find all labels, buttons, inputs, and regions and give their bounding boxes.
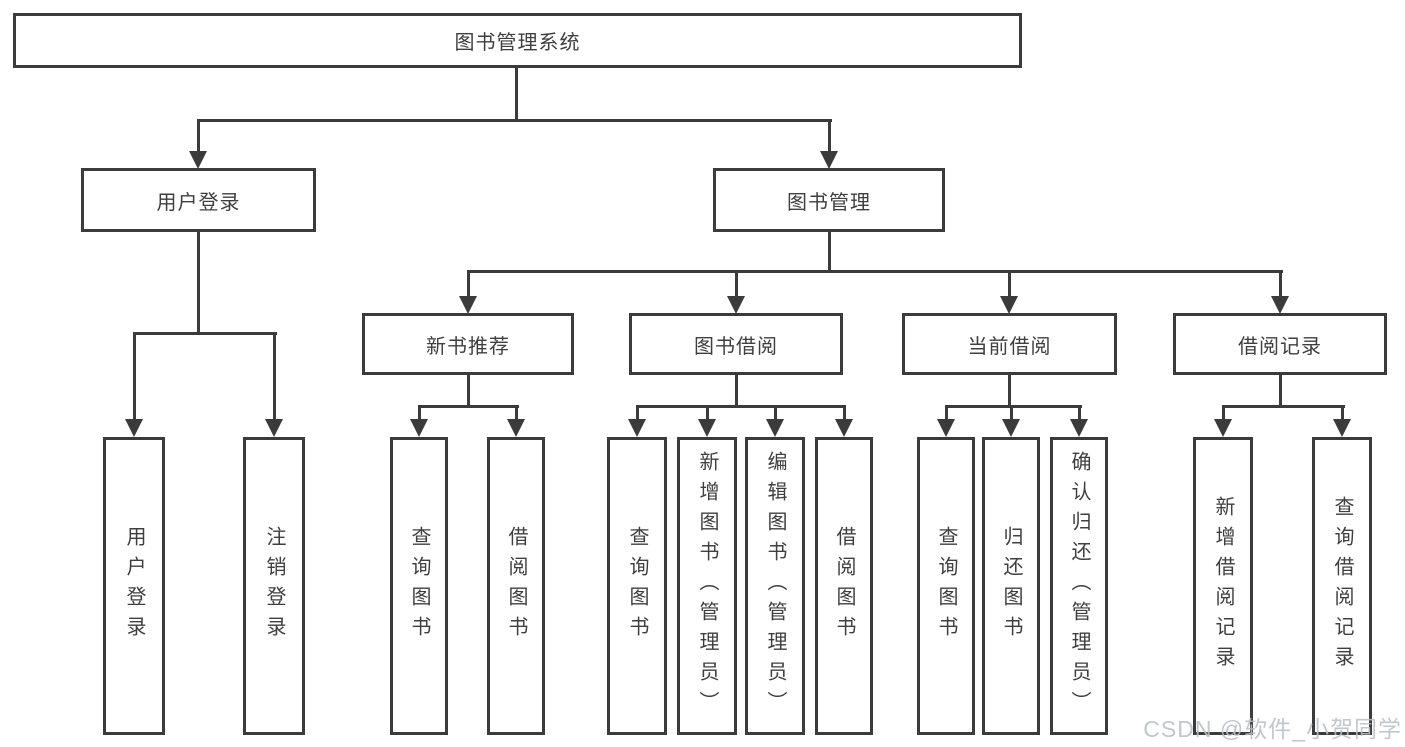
connector-current-borrow-stem (1008, 375, 1011, 408)
leaf-borrow-books: 借阅图书 (815, 437, 873, 735)
leaf-label: 归还图书 (1000, 526, 1022, 646)
connector-stub (515, 405, 518, 420)
connector-to-user-login (197, 119, 200, 153)
arrowhead-add-borrow-record (1214, 419, 1232, 437)
node-label: 当前借阅 (967, 335, 1052, 358)
node-user-login: 用户登录 (81, 168, 316, 232)
connector-book-borrow-crossbar (636, 405, 846, 408)
arrowhead-borrow-books (835, 419, 853, 437)
leaf-label: 编辑图书（管理员） (764, 451, 786, 721)
connector-to-borrow-records (1279, 270, 1282, 297)
node-book-borrow: 图书借阅 (629, 313, 843, 375)
connector-to-current-borrow (1008, 270, 1011, 297)
arrowhead-book-management (820, 151, 838, 169)
connector-book-borrow-stem (735, 375, 738, 408)
connector-stub (1222, 405, 1225, 420)
leaf-label: 新增图书（管理员） (696, 451, 718, 721)
connector-stub (636, 405, 639, 420)
arrowhead-query-books (628, 419, 646, 437)
arrowhead-borrow-books (507, 419, 525, 437)
leaf-label: 新增借阅记录 (1212, 496, 1234, 676)
leaf-label: 查询图书 (408, 526, 430, 646)
connector-stub (418, 405, 421, 420)
leaf-return-books: 归还图书 (982, 437, 1040, 735)
leaf-add-borrow-record: 新增借阅记录 (1193, 437, 1253, 735)
connector-new-book-crossbar (418, 405, 519, 408)
arrowhead-current-borrow (1000, 296, 1018, 314)
arrowhead-edit-books (766, 419, 784, 437)
connector-current-borrow-crossbar (945, 405, 1082, 408)
arrowhead-user-login (189, 151, 207, 169)
connector-to-login-leaf (133, 332, 136, 420)
leaf-confirm-return-admin: 确认归还（管理员） (1050, 437, 1108, 735)
arrowhead-query-books (937, 419, 955, 437)
leaf-user-login: 用户登录 (103, 437, 165, 735)
connector-user-login-stem (197, 232, 200, 335)
leaf-logout: 注销登录 (243, 437, 305, 735)
arrowhead-query-borrow-record (1333, 419, 1351, 437)
node-label: 图书管理系统 (454, 32, 581, 54)
node-label: 图书管理 (787, 191, 871, 214)
leaf-query-borrow-record: 查询借阅记录 (1312, 437, 1372, 735)
connector-book-mgmt-crossbar (467, 270, 1283, 273)
leaf-query-books-current: 查询图书 (917, 437, 975, 735)
arrowhead-borrow-records (1271, 296, 1289, 314)
connector-new-book-stem (467, 375, 470, 408)
leaf-query-books-borrow: 查询图书 (607, 437, 667, 735)
node-label: 新书推荐 (426, 335, 510, 358)
connector-to-logout-leaf (273, 332, 276, 420)
node-label: 用户登录 (156, 191, 241, 214)
connector-user-login-crossbar (133, 332, 277, 335)
node-book-management: 图书管理 (713, 168, 945, 232)
leaf-label: 查询图书 (935, 526, 957, 646)
node-library-management-system: 图书管理系统 (13, 13, 1022, 68)
connector-to-new-book (467, 270, 470, 297)
arrowhead-new-book (459, 296, 477, 314)
node-label: 借阅记录 (1238, 335, 1322, 358)
leaf-label: 用户登录 (123, 526, 145, 646)
leaf-label: 查询图书 (626, 526, 648, 646)
node-new-book-recommend: 新书推荐 (362, 313, 574, 375)
arrowhead-confirm-return (1070, 419, 1088, 437)
node-current-borrow: 当前借阅 (902, 313, 1117, 375)
leaf-label: 借阅图书 (833, 526, 855, 646)
connector-stub (706, 405, 709, 420)
leaf-add-books-admin: 新增图书（管理员） (677, 437, 737, 735)
leaf-label: 借阅图书 (505, 526, 527, 646)
connector-stub (1341, 405, 1344, 420)
leaf-label: 注销登录 (263, 526, 285, 646)
arrowhead-return-books (1002, 419, 1020, 437)
leaf-edit-books-admin: 编辑图书（管理员） (745, 437, 805, 735)
connector-stub (843, 405, 846, 420)
connector-stub (945, 405, 948, 420)
arrowhead-add-books (698, 419, 716, 437)
arrowhead-logout-leaf (265, 419, 283, 437)
leaf-label: 确认归还（管理员） (1068, 451, 1090, 721)
leaf-borrow-books-recommend: 借阅图书 (487, 437, 545, 735)
connector-to-book-borrow (735, 270, 738, 297)
connector-stub (1078, 405, 1081, 420)
node-label: 图书借阅 (694, 335, 778, 358)
node-borrow-records: 借阅记录 (1173, 313, 1387, 375)
leaf-query-books-recommend: 查询图书 (390, 437, 448, 735)
connector-borrow-records-crossbar (1222, 405, 1345, 408)
connector-root-crossbar (197, 119, 832, 122)
connector-borrow-records-stem (1279, 375, 1282, 408)
connector-book-mgmt-stem (828, 232, 831, 273)
connector-stub (774, 405, 777, 420)
arrowhead-login-leaf (125, 419, 143, 437)
connector-root-stem (515, 68, 518, 122)
connector-stub (1010, 405, 1013, 420)
arrowhead-query-books (410, 419, 428, 437)
connector-to-book-management (828, 119, 831, 153)
leaf-label: 查询借阅记录 (1331, 496, 1353, 676)
arrowhead-book-borrow (727, 296, 745, 314)
